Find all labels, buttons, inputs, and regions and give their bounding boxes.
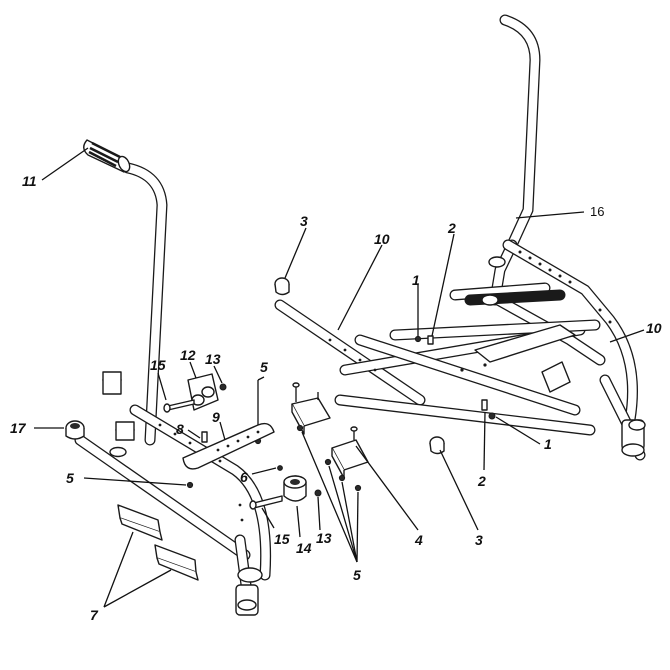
bolt-top (163, 399, 195, 413)
callout-12: 12 (180, 347, 196, 363)
callout-13-top: 13 (205, 351, 221, 367)
callout-10-left: 10 (374, 231, 390, 247)
mounting-bracket-lower (154, 544, 199, 581)
callout-13-bottom: 13 (316, 530, 332, 546)
callout-5-left: 5 (66, 470, 74, 486)
tube-plug-top (274, 277, 290, 296)
hand-grip (83, 139, 131, 173)
pin-2-top (427, 335, 434, 345)
callout-10-right: 10 (646, 320, 662, 336)
mounting-plate-bottom (331, 426, 369, 479)
callout-5-bottom: 5 (353, 567, 361, 583)
bolt-bottom (249, 495, 283, 510)
callout-17: 17 (10, 420, 27, 436)
rail-holes (518, 250, 612, 324)
callout-15-bottom: 15 (274, 531, 290, 547)
callout-2-top: 2 (447, 220, 456, 236)
callout-6: 6 (240, 469, 248, 485)
tube-plug-bottom (429, 436, 445, 455)
callout-labels: 11 17 5 7 15 12 13 8 9 6 5 15 14 13 5 4 … (10, 173, 662, 623)
callout-7: 7 (90, 607, 99, 623)
callout-16: 16 (590, 204, 604, 219)
screw-1-top (414, 318, 422, 343)
hanger-pin (201, 431, 208, 443)
hanger-bar (182, 422, 275, 470)
callout-14: 14 (296, 540, 312, 556)
callout-4: 4 (414, 532, 423, 548)
callout-2-bottom: 2 (477, 473, 486, 489)
callout-3-top: 3 (300, 213, 308, 229)
left-frame-assembly (74, 162, 272, 616)
nut-top (219, 383, 227, 391)
callout-1-top: 1 (412, 272, 420, 288)
callout-8: 8 (176, 421, 184, 437)
nut-bottom (314, 489, 322, 497)
callout-3-bottom: 3 (475, 532, 483, 548)
screw-6 (277, 465, 283, 471)
plate-screws (296, 424, 362, 492)
callout-11: 11 (22, 173, 37, 189)
end-cap (65, 420, 85, 440)
mounting-bracket-upper (117, 504, 163, 541)
callout-5-top: 5 (260, 359, 268, 375)
cross-brace-assembly (274, 299, 601, 436)
right-frame-assembly (449, 14, 646, 461)
callout-9: 9 (212, 409, 220, 425)
callout-1-right: 1 (544, 436, 552, 452)
pin-2-bottom (481, 399, 488, 411)
screw-1-right (488, 412, 496, 420)
tube-clamp (283, 475, 307, 502)
callout-15-top: 15 (150, 357, 166, 373)
leader-lines (34, 147, 645, 608)
screw-5-left (186, 481, 194, 489)
